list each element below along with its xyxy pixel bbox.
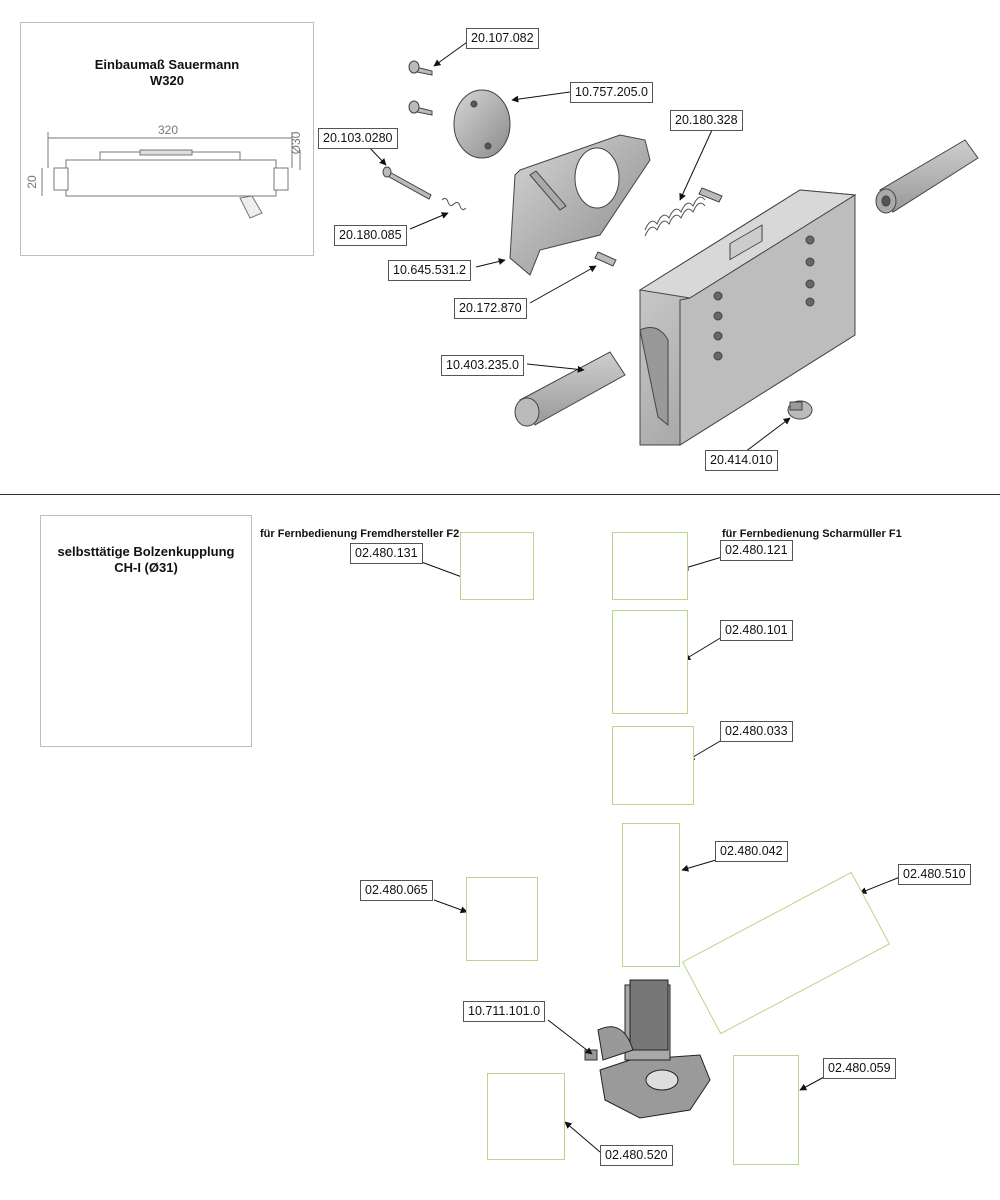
label-plug: 20.414.010 [705,450,778,471]
cover-plate-disc [453,89,511,159]
panel-title: Einbaumaß Sauermann W320 [21,57,313,89]
caption-f2: für Fernbedienung Fremdhersteller F2 [260,528,460,540]
label-lever-kit: 02.480.101 [720,620,793,641]
label-long-screw: 20.103.0280 [318,128,398,149]
caption-f1: für Fernbedienung Scharmüller F1 [722,528,902,540]
small-spring [441,197,467,211]
label-crank: 02.480.520 [600,1145,673,1166]
coupling-main-art [597,979,711,1119]
box-clip-kit [733,1055,799,1165]
mounting-plate [638,189,857,446]
dim-diameter-text: Ø30 [289,131,303,154]
large-pin-top-right [875,139,979,214]
box-lever-kit [612,610,688,714]
large-pin-bottom [514,351,626,427]
label-cover-plate: 10.757.205.0 [570,82,653,103]
dim-width-text: 320 [158,123,178,137]
label-hose-kit: 02.480.510 [898,864,971,885]
label-kit-f1: 02.480.121 [720,540,793,561]
label-small-spring: 20.180.085 [334,225,407,246]
screws-top [408,60,433,116]
box-kit-f1 [612,532,688,600]
box-crank [487,1073,565,1160]
label-screw-top: 20.107.082 [466,28,539,49]
label-pin-kit: 02.480.042 [715,841,788,862]
label-latch-kit: 02.480.033 [720,721,793,742]
coupling-overview-panel: selbsttätige Bolzenkupplung CH-I (Ø31) [40,515,252,747]
grease-nipple-art [584,1049,598,1061]
installation-dimension-panel: Einbaumaß Sauermann W320 [20,22,314,256]
box-kit-f2 [460,532,534,600]
compression-spring [644,196,706,237]
box-pin-kit [622,823,680,967]
small-pin-right [698,187,723,203]
title-line-1: Einbaumaß Sauermann [94,57,240,72]
label-pin-small: 20.172.870 [454,298,527,319]
label-pin-large: 10.403.235.0 [441,355,524,376]
dim-height-text: 20 [25,175,39,189]
bracket [509,134,651,276]
dimension-sketch [41,132,301,219]
section-divider [0,494,1000,495]
label-base-kit: 02.480.065 [360,880,433,901]
label-clip-kit: 02.480.059 [823,1058,896,1079]
title-line-1: selbsttätige Bolzenkupplung [57,544,235,559]
title-line-2: W320 [150,73,184,88]
box-latch-kit [612,726,694,805]
long-screw [382,166,432,200]
box-base-kit [466,877,538,961]
top-leader-lines [367,39,791,453]
label-grease-nipple: 10.711.101.0 [463,1001,546,1022]
title-line-2: CH-I (Ø31) [114,560,178,575]
label-bracket: 10.645.531.2 [388,260,471,281]
bottom-leader-lines [407,556,901,1153]
label-kit-f2: 02.480.131 [350,543,423,564]
plug [787,400,813,420]
panel-title: selbsttätige Bolzenkupplung CH-I (Ø31) [41,544,251,576]
small-pin-middle [594,251,617,267]
label-spring-right: 20.180.328 [670,110,743,131]
